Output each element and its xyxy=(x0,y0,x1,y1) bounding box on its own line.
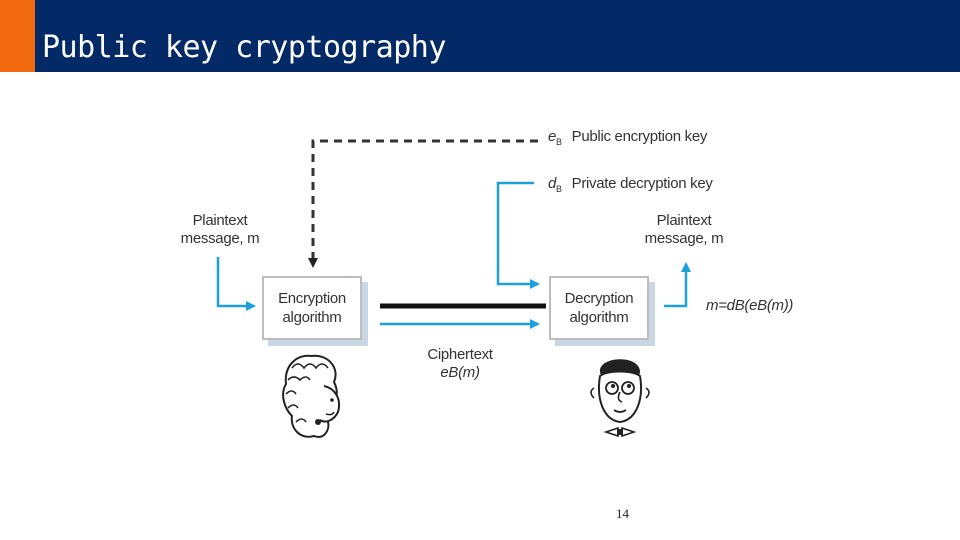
plaintext-output-arrow xyxy=(664,262,691,308)
slide-title: Public key cryptography xyxy=(42,30,446,65)
title-accent-bar xyxy=(0,0,35,72)
decryption-algorithm-box: Decryption algorithm xyxy=(549,276,649,340)
private-key-label: dB Private decryption key xyxy=(548,175,713,194)
plaintext-input-arrow xyxy=(216,257,256,311)
alice-figure xyxy=(282,354,340,438)
page-number: 14 xyxy=(616,506,629,521)
plaintext-input-label: Plaintext message, m xyxy=(180,212,260,247)
ciphertext-label: Ciphertext eB(m) xyxy=(427,346,493,381)
bob-figure xyxy=(590,359,650,438)
decryption-formula: m=dB(eB(m)) xyxy=(706,297,794,314)
title-bar xyxy=(0,0,960,72)
public-key-label: eB Public encryption key xyxy=(548,128,708,147)
public-key-dashed-arrow xyxy=(308,139,538,268)
private-key-arrow xyxy=(496,181,540,289)
plaintext-output-label: Plaintext message, m xyxy=(644,212,724,247)
encryption-algorithm-box: Encryption algorithm xyxy=(262,276,362,340)
